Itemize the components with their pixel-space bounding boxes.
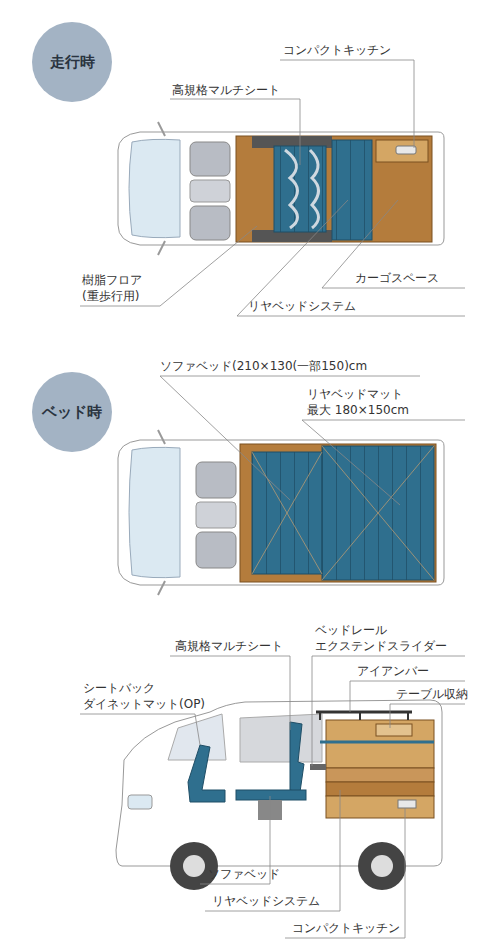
part-label: リヤベッドマット 最大 180×150cm (307, 386, 422, 418)
part-label: ソファベッド(210×130(一部150)cm (160, 358, 367, 374)
part-label: リヤベッドシステム (248, 298, 356, 314)
part-label: カーゴスペース (355, 270, 439, 286)
part-label: シートバック ダイネットマット(OP) (83, 680, 213, 712)
mode-title: ベッド時 (42, 403, 102, 422)
part-label: 樹脂フロア (重歩行用) (82, 272, 162, 304)
mode-circle: 走行時 (32, 22, 112, 102)
part-label: テーブル収納 (396, 686, 468, 702)
part-label: コンパクトキッチン (283, 42, 391, 58)
part-label: 高規格マルチシート (175, 638, 283, 654)
part-label: コンパクトキッチン (292, 920, 400, 936)
part-label: リヤベッドシステム (212, 893, 320, 909)
mode-circle: ベッド時 (32, 372, 112, 452)
part-label: ベッドレール エクステンドスライダー (315, 622, 440, 654)
part-label: 高規格マルチシート (172, 82, 280, 98)
part-label: アイアンバー (357, 663, 429, 679)
part-label: ソファベッド (208, 866, 280, 882)
mode-title: 走行時 (50, 53, 95, 72)
